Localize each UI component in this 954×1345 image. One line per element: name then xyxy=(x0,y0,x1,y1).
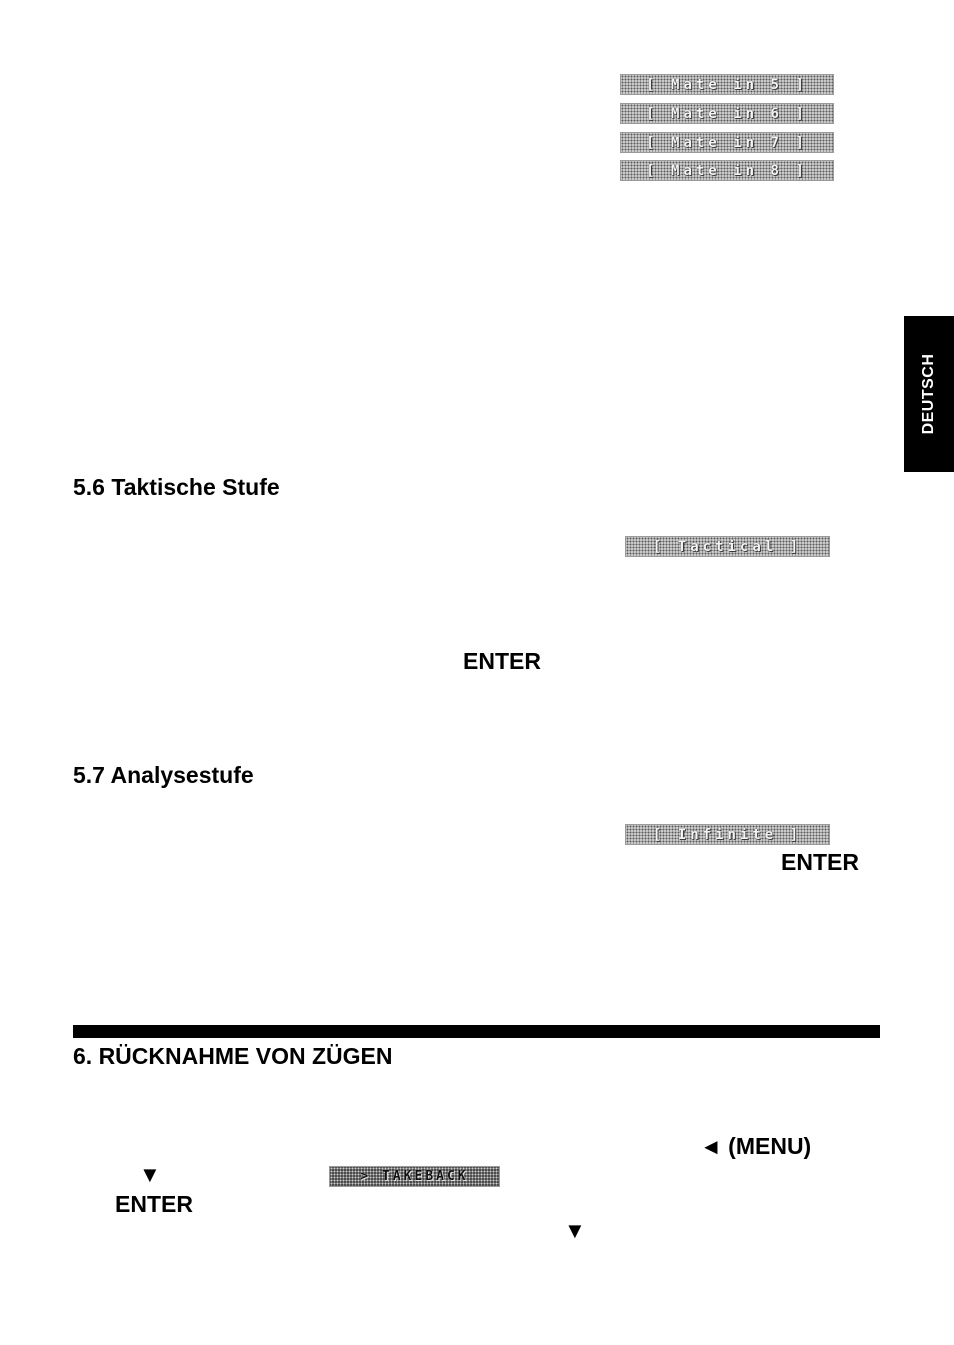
down-arrow-icon: ▼ xyxy=(564,1218,586,1243)
menu-key: ◄ (MENU) xyxy=(700,1135,811,1158)
lcd-text: [ Mate in 7 ] xyxy=(646,134,808,151)
section-5-6-heading: 5.6 Taktische Stufe xyxy=(73,474,280,500)
lcd-mate-in-8: [ Mate in 8 ] xyxy=(620,160,834,181)
down-arrow-icon: ▼ xyxy=(139,1162,161,1187)
lcd-mate-in-5: [ Mate in 5 ] xyxy=(620,74,834,95)
enter-key-label: ENTER xyxy=(463,648,541,674)
language-tab: DEUTSCH xyxy=(904,316,954,472)
section-6-heading: 6. RÜCKNAHME VON ZÜGEN xyxy=(73,1043,393,1069)
section-divider xyxy=(73,1025,880,1038)
lcd-mate-in-6: [ Mate in 6 ] xyxy=(620,103,834,124)
lcd-text: [ Mate in 6 ] xyxy=(646,105,808,122)
lcd-text: [ Tactical ] xyxy=(652,538,803,555)
lcd-infinite: [ Infinite ] xyxy=(625,824,830,845)
lcd-text: [ Mate in 8 ] xyxy=(646,162,808,179)
lcd-text: > TAKEBACK xyxy=(360,1169,469,1184)
menu-key-label: (MENU) xyxy=(728,1133,812,1159)
lcd-takeback: > TAKEBACK xyxy=(329,1166,500,1187)
lcd-text: [ Infinite ] xyxy=(652,826,803,843)
section-5-7-heading: 5.7 Analysestufe xyxy=(73,762,254,788)
lcd-tactical: [ Tactical ] xyxy=(625,536,830,557)
lcd-text: [ Mate in 5 ] xyxy=(646,76,808,93)
language-tab-label: DEUTSCH xyxy=(920,353,937,435)
enter-key-label: ENTER xyxy=(115,1191,193,1217)
lcd-mate-in-7: [ Mate in 7 ] xyxy=(620,132,834,153)
left-arrow-icon: ◄ xyxy=(700,1134,722,1159)
enter-key-label: ENTER xyxy=(781,849,859,875)
